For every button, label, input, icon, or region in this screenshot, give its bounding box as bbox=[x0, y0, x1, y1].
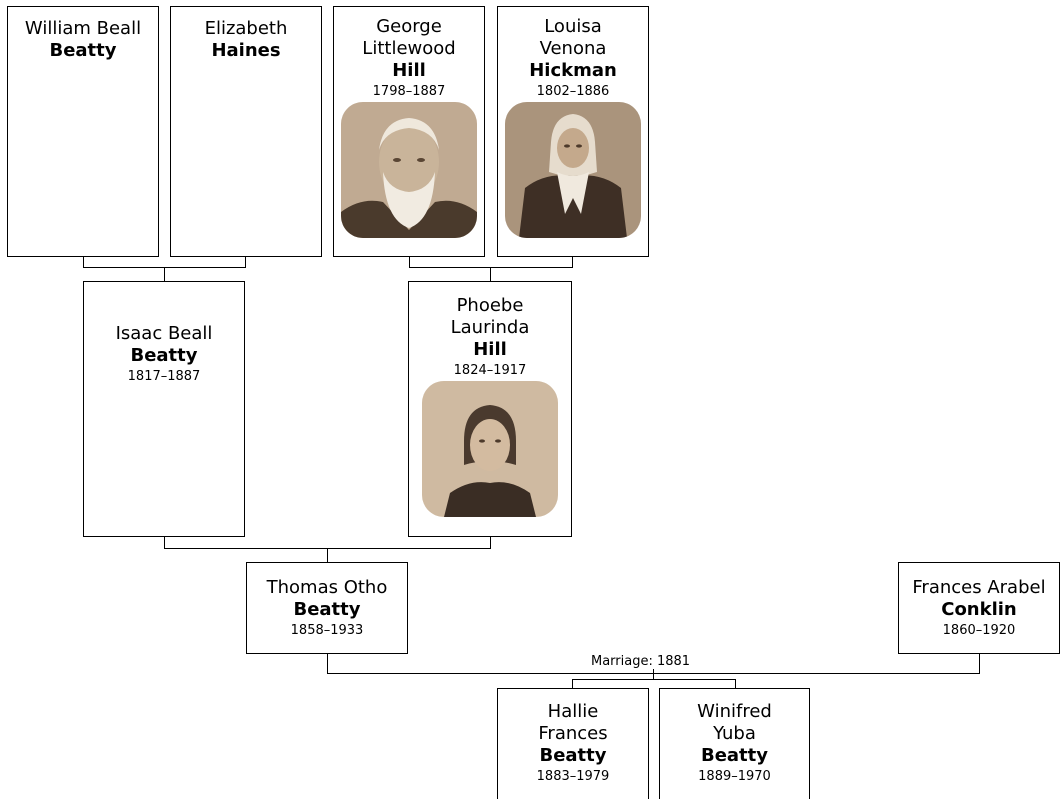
marriage-line bbox=[327, 654, 328, 674]
connector-line bbox=[653, 669, 654, 674]
connector-line bbox=[572, 257, 573, 268]
marriage-label: Marriage: 1881 bbox=[589, 654, 693, 669]
person-surname: Haines bbox=[211, 40, 281, 61]
person-card-thomas-otho-beatty[interactable]: Thomas Otho Beatty 1858–1933 bbox=[246, 562, 408, 654]
person-surname: Hill bbox=[392, 60, 426, 81]
person-given-name: Thomas Otho bbox=[266, 577, 388, 598]
connector-line bbox=[572, 679, 736, 680]
person-given-name: Louisa bbox=[544, 16, 602, 37]
person-given-name: Isaac Beall bbox=[115, 323, 213, 344]
person-given-name: Yuba bbox=[713, 723, 756, 744]
person-given-name: Winifred bbox=[697, 701, 772, 722]
person-given-name: Littlewood bbox=[362, 38, 456, 59]
person-given-name: William Beall bbox=[24, 18, 142, 39]
connector-line bbox=[409, 267, 573, 268]
person-card-frances-arabel-conklin[interactable]: Frances Arabel Conklin 1860–1920 bbox=[898, 562, 1060, 654]
person-given-name: Frances Arabel bbox=[912, 577, 1046, 598]
connector-line bbox=[83, 257, 84, 268]
portrait-photo bbox=[505, 102, 641, 238]
person-given-name: Hallie bbox=[547, 701, 599, 722]
person-given-name: Phoebe bbox=[456, 295, 524, 316]
connector-line bbox=[735, 679, 736, 688]
person-card-george-littlewood-hill[interactable]: George Littlewood Hill 1798–1887 bbox=[333, 6, 485, 257]
person-life-years: 1802–1886 bbox=[536, 84, 610, 99]
person-card-william-beall-beatty[interactable]: William Beall Beatty bbox=[7, 6, 159, 257]
connector-line bbox=[164, 537, 165, 549]
person-life-years: 1860–1920 bbox=[942, 623, 1016, 638]
person-surname: Beatty bbox=[130, 345, 198, 366]
portrait-photo bbox=[422, 381, 558, 517]
person-given-name: George bbox=[376, 16, 442, 37]
person-given-name: Frances bbox=[538, 723, 608, 744]
person-given-name: Elizabeth bbox=[204, 18, 288, 39]
person-life-years: 1824–1917 bbox=[453, 363, 527, 378]
marriage-line bbox=[979, 654, 980, 674]
person-surname: Beatty bbox=[49, 40, 117, 61]
connector-line bbox=[653, 674, 654, 680]
connector-line bbox=[327, 548, 328, 562]
person-life-years: 1883–1979 bbox=[536, 769, 610, 784]
person-surname: Hill bbox=[473, 339, 507, 360]
person-surname: Beatty bbox=[539, 745, 607, 766]
person-given-name: Laurinda bbox=[450, 317, 530, 338]
person-card-louisa-venona-hickman[interactable]: Louisa Venona Hickman 1802–1886 bbox=[497, 6, 649, 257]
person-surname: Conklin bbox=[941, 599, 1017, 620]
person-card-elizabeth-haines[interactable]: Elizabeth Haines bbox=[170, 6, 322, 257]
person-surname: Beatty bbox=[700, 745, 769, 766]
person-life-years: 1798–1887 bbox=[372, 84, 446, 99]
person-life-years: 1889–1970 bbox=[698, 769, 771, 784]
connector-line bbox=[490, 267, 491, 281]
connector-line bbox=[164, 267, 165, 281]
person-card-hallie-frances-beatty[interactable]: Hallie Frances Beatty 1883–1979 bbox=[497, 688, 649, 799]
person-card-isaac-beall-beatty[interactable]: Isaac Beall Beatty 1817–1887 bbox=[83, 281, 245, 537]
connector-line bbox=[572, 679, 573, 688]
person-card-phoebe-laurinda-hill[interactable]: Phoebe Laurinda Hill 1824–1917 bbox=[408, 281, 572, 537]
connector-line bbox=[245, 257, 246, 268]
person-life-years: 1817–1887 bbox=[127, 369, 201, 384]
person-surname: Hickman bbox=[529, 60, 617, 81]
person-surname: Beatty bbox=[293, 599, 361, 620]
person-life-years: 1858–1933 bbox=[290, 623, 364, 638]
connector-line bbox=[490, 537, 491, 549]
person-card-winifred-yuba-beatty[interactable]: Winifred Yuba Beatty 1889–1970 bbox=[659, 688, 810, 799]
portrait-photo bbox=[341, 102, 477, 238]
connector-line bbox=[409, 257, 410, 268]
person-given-name: Venona bbox=[539, 38, 607, 59]
